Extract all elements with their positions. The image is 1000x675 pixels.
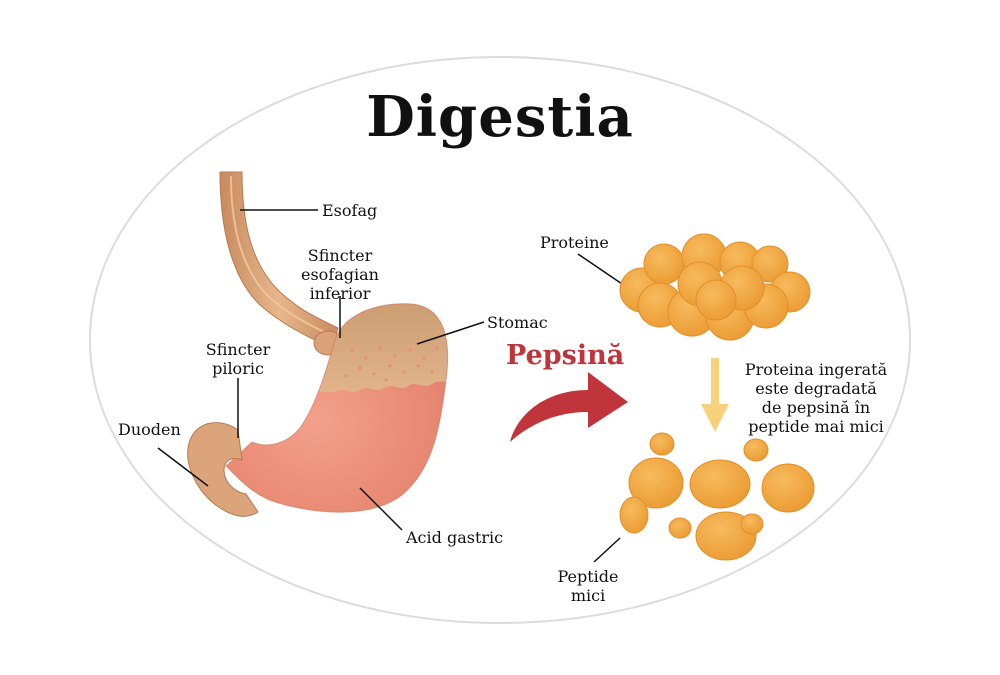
label-stomach: Stomac — [487, 313, 548, 332]
label-pyloric-sphincter-line-1: Sfincter — [205, 340, 271, 359]
label-process-note: Proteina ingerată este degradată de peps… — [734, 360, 898, 436]
label-pepsin: Pepsină — [506, 340, 625, 371]
label-duodenum: Duoden — [118, 420, 181, 439]
stomach-outline — [225, 303, 449, 513]
label-esophagus: Esofag — [322, 201, 378, 220]
pepsin-arrow-icon — [510, 372, 628, 442]
leader-stomach — [416, 321, 485, 345]
leader-proteins — [577, 253, 629, 289]
page-title: Digestia — [366, 84, 634, 150]
degradation-arrow-icon — [701, 358, 729, 432]
label-lower-sphincter: Sfincter esofagian inferior — [288, 246, 392, 303]
label-lower-sphincter-line-2: esofagian — [301, 265, 379, 284]
label-proteins: Proteine — [540, 233, 609, 252]
label-small-peptides-line-1: Peptide — [557, 567, 619, 586]
label-small-peptides: Peptide mici — [550, 567, 626, 605]
label-small-peptides-line-2: mici — [570, 586, 606, 605]
leader-gastric-acid — [359, 487, 403, 531]
esophagus-stripe — [230, 175, 335, 338]
process-note-line-2: este degradată — [755, 379, 877, 398]
process-note-line-1: Proteina ingerată — [744, 360, 888, 379]
leader-peptides — [593, 537, 621, 563]
label-lower-sphincter-line-3: inferior — [309, 284, 371, 303]
leader-duodenum — [157, 447, 209, 487]
label-lower-sphincter-line-1: Sfincter — [307, 246, 373, 265]
label-gastric-acid: Acid gastric — [406, 528, 504, 547]
stomach-upper-wall — [320, 303, 448, 392]
duodenum-shape — [187, 422, 259, 517]
label-pyloric-sphincter-line-2: piloric — [212, 359, 264, 378]
process-note-line-3: de pepsină în — [761, 398, 871, 417]
protein-cluster — [619, 233, 811, 341]
frame-ellipse — [89, 56, 911, 624]
leader-lines — [157, 209, 629, 563]
peptide-blobs — [619, 432, 815, 561]
acid-bubbles — [344, 346, 439, 382]
process-note-line-4: peptide mai mici — [748, 417, 884, 436]
label-pyloric-sphincter: Sfincter piloric — [190, 340, 286, 378]
